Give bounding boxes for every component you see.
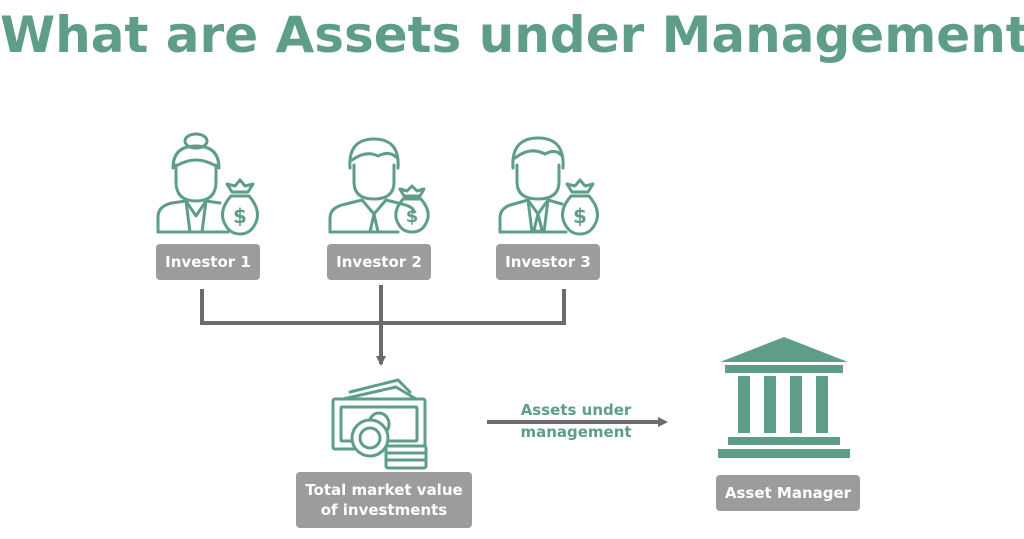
investor-3-label: Investor 3 [496,244,600,280]
asset-manager-label: Asset Manager [716,475,860,511]
page-title: What are Assets under Management? [0,6,1024,64]
bank-building-icon [718,337,850,458]
money-bag-icon: $ [394,184,430,234]
investor-connectors [200,285,566,366]
cash-and-coins-icon [331,378,428,470]
investor-2-label: Investor 2 [327,244,431,280]
money-bag-icon: $ [560,178,600,236]
investor-1-label: Investor 1 [156,244,260,280]
male-investor-icon [328,137,416,234]
total-label-line-1: Total market value [305,480,463,499]
svg-text:$: $ [233,204,247,228]
svg-text:$: $ [573,204,587,228]
aum-flow-label-line-2: management [520,423,632,442]
svg-text:$: $ [406,206,419,227]
female-investor-icon [156,132,230,234]
aum-flow-label: Assets under management [500,400,652,443]
money-bag-icon: $ [220,178,260,236]
aum-flow-label-line-1: Assets under [520,401,632,419]
total-label-line-2: of investments [320,501,448,519]
total-market-value-label: Total market value of investments [296,472,472,528]
male-investor-suit-icon [498,136,568,234]
